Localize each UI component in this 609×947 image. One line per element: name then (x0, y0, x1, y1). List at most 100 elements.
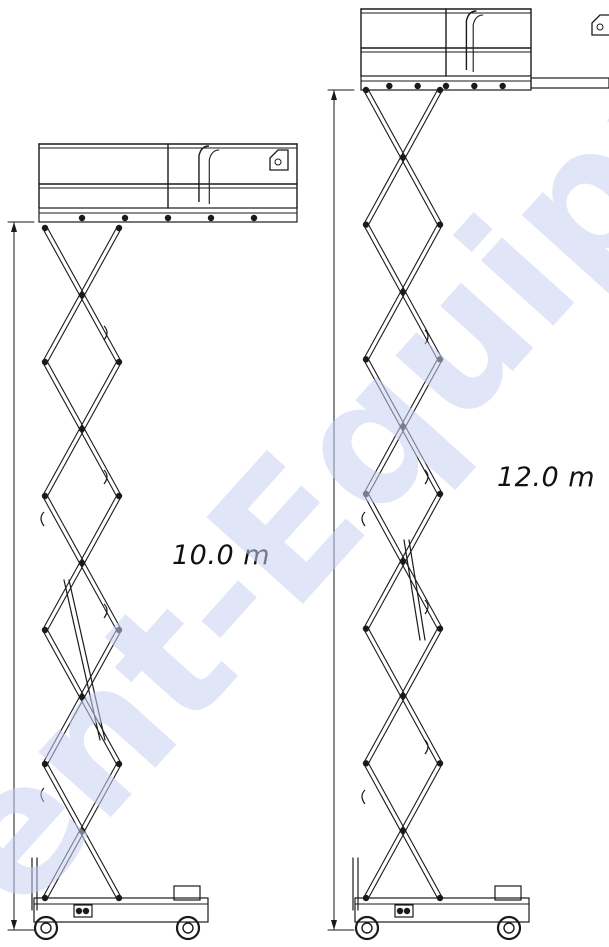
wheel-hub (361, 922, 373, 934)
wheel-hub (503, 922, 515, 934)
hydraulic-cylinder (403, 539, 421, 641)
bracket (424, 739, 429, 755)
bracket (40, 787, 45, 803)
pivot-pin (78, 827, 86, 835)
pivot-pin (399, 423, 407, 430)
pivot-pin (115, 358, 123, 366)
deck-bolt (207, 214, 215, 222)
height-dimension (7, 221, 35, 931)
pivot-pin (436, 490, 444, 498)
wheel (496, 915, 522, 941)
bracket (424, 599, 429, 615)
pivot-pin (362, 221, 370, 228)
deck-bolt (386, 82, 393, 90)
entry-gate (208, 149, 220, 204)
battery-terminal (396, 907, 404, 915)
battery-box (73, 904, 93, 918)
bracket (103, 325, 108, 341)
bracket (424, 329, 429, 345)
scissor-lift-10m (7, 143, 298, 941)
pivot-pin (399, 154, 407, 161)
entry-gate (198, 145, 210, 202)
pivot-pin (436, 625, 444, 632)
scissor-arms (362, 89, 444, 899)
pivot-pin (436, 760, 444, 767)
deck-bolt (164, 214, 172, 222)
scissor-pins (41, 224, 123, 902)
deck-bolt (78, 214, 86, 222)
scissor-lift-12m (327, 8, 609, 941)
deck-bolt (471, 82, 478, 90)
pivot-pin (399, 288, 407, 296)
cylinder-brackets (361, 329, 429, 805)
pivot-pin (78, 693, 86, 701)
height-dimension (327, 89, 355, 931)
wheel (354, 915, 380, 941)
deck-bolt (442, 82, 450, 90)
bracket (103, 469, 108, 485)
pivot-pin (436, 356, 444, 363)
chassis (31, 857, 209, 941)
control-box (591, 14, 609, 36)
pivot-pin (115, 492, 123, 500)
wheel (175, 915, 201, 941)
hydraulic-cylinder (63, 579, 101, 741)
wheel-hub (182, 922, 194, 934)
dimension-arrow (331, 90, 337, 100)
pivot-pin (41, 224, 49, 232)
pivot-pin (78, 559, 86, 567)
deck-bolt (499, 82, 506, 90)
control-box (269, 149, 289, 171)
wheel (33, 915, 59, 941)
scissor-pins (362, 86, 444, 902)
height-label-12m: 12.0 m (497, 462, 596, 493)
pivot-pin (115, 224, 123, 232)
pivot-pin (399, 692, 407, 700)
pivot-pin (78, 291, 86, 299)
wheel-hub (40, 922, 52, 934)
dimension-arrow (11, 920, 17, 930)
battery-box (394, 904, 414, 918)
chassis (352, 857, 530, 941)
dimension-arrow (331, 920, 337, 930)
cylinder-brackets (40, 325, 108, 803)
pivot-pin (41, 492, 49, 500)
pivot-pin (115, 760, 123, 768)
bracket (40, 511, 45, 527)
height-label-10m: 10.0 m (172, 540, 271, 571)
pivot-pin (362, 356, 370, 363)
wheel-housing (173, 885, 201, 901)
control-knob (274, 158, 282, 166)
hydraulic-cylinder (68, 579, 106, 741)
bracket (103, 603, 108, 619)
dimension-arrow (11, 222, 17, 232)
platform (38, 143, 298, 223)
wheel-housing (494, 885, 522, 901)
battery-terminal (75, 907, 83, 915)
pivot-pin (399, 827, 407, 834)
entry-gate (465, 10, 477, 70)
pivot-pin (78, 425, 86, 433)
battery-terminal (82, 907, 90, 915)
bracket (424, 469, 429, 485)
control-knob (596, 23, 604, 31)
chassis-frame (33, 897, 209, 923)
pivot-pin (362, 490, 370, 498)
pivot-pin (399, 558, 407, 565)
pivot-pin (41, 358, 49, 366)
pivot-pin (41, 760, 49, 768)
bracket (361, 789, 366, 805)
hydraulic-cylinder (408, 539, 426, 641)
platform (360, 8, 609, 91)
pivot-pin (41, 626, 49, 634)
pivot-pin (115, 626, 123, 634)
pivot-pin (362, 760, 370, 767)
extension-deck (530, 77, 609, 89)
pivot-pin (362, 625, 370, 632)
deck-bolt (121, 214, 129, 222)
deck-bolt (250, 214, 258, 222)
battery-terminal (403, 907, 411, 915)
deck-bolt (414, 82, 421, 90)
